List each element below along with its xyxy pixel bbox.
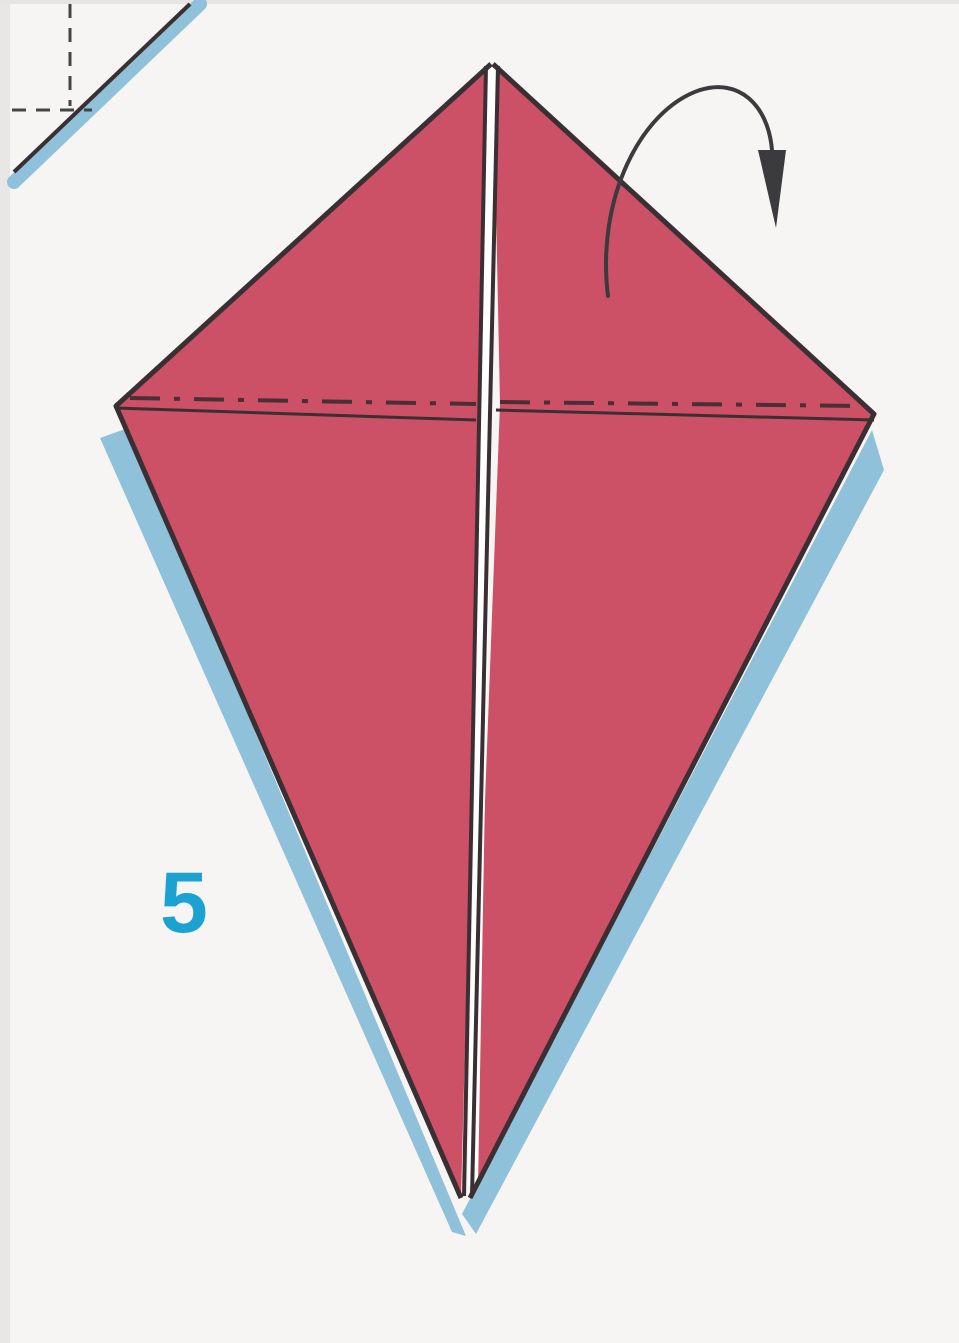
kite-right-half <box>470 64 874 1198</box>
fold-arrow-head <box>758 150 786 228</box>
step-number: 5 <box>160 860 208 946</box>
previous-step-fragment <box>12 4 200 182</box>
previous-step-edge <box>14 4 190 172</box>
previous-step-edge-shadow <box>14 4 200 182</box>
